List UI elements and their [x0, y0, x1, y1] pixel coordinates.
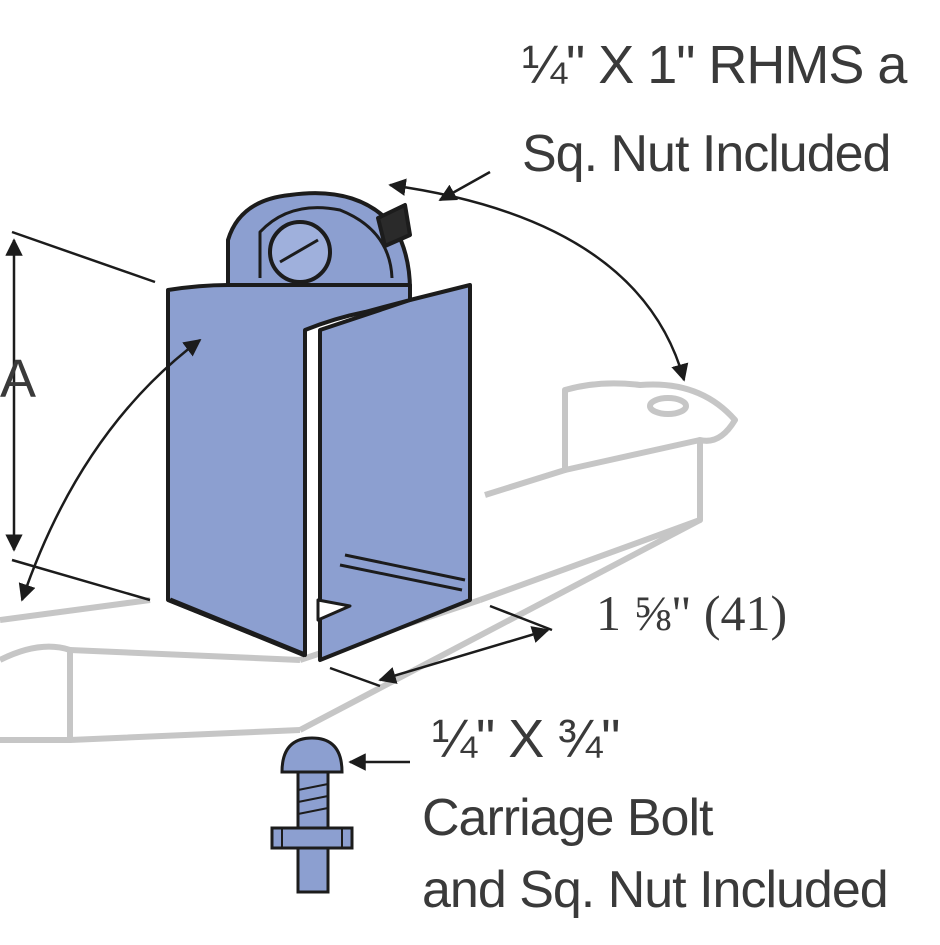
dimension-lines: [5, 170, 689, 771]
base-channel-ghost: [0, 380, 738, 743]
beam-clamp-bracket: [166, 191, 472, 662]
dimension-a-label: A: [0, 349, 36, 409]
bottom-hardware-label-line3: and Sq. Nut Included: [422, 861, 889, 919]
top-hardware-label-line2: Sq. Nut Included: [522, 125, 891, 183]
width-dimension-label: 1 ⅝" (41): [596, 585, 788, 641]
top-hardware-label-line1: ¼" X 1" RHMS a: [522, 35, 907, 95]
bottom-hardware-label-line2: Carriage Bolt: [422, 789, 713, 847]
bottom-hardware-label-line1: ¼" X ¾": [432, 709, 620, 769]
carriage-bolt-icon: [270, 736, 354, 894]
